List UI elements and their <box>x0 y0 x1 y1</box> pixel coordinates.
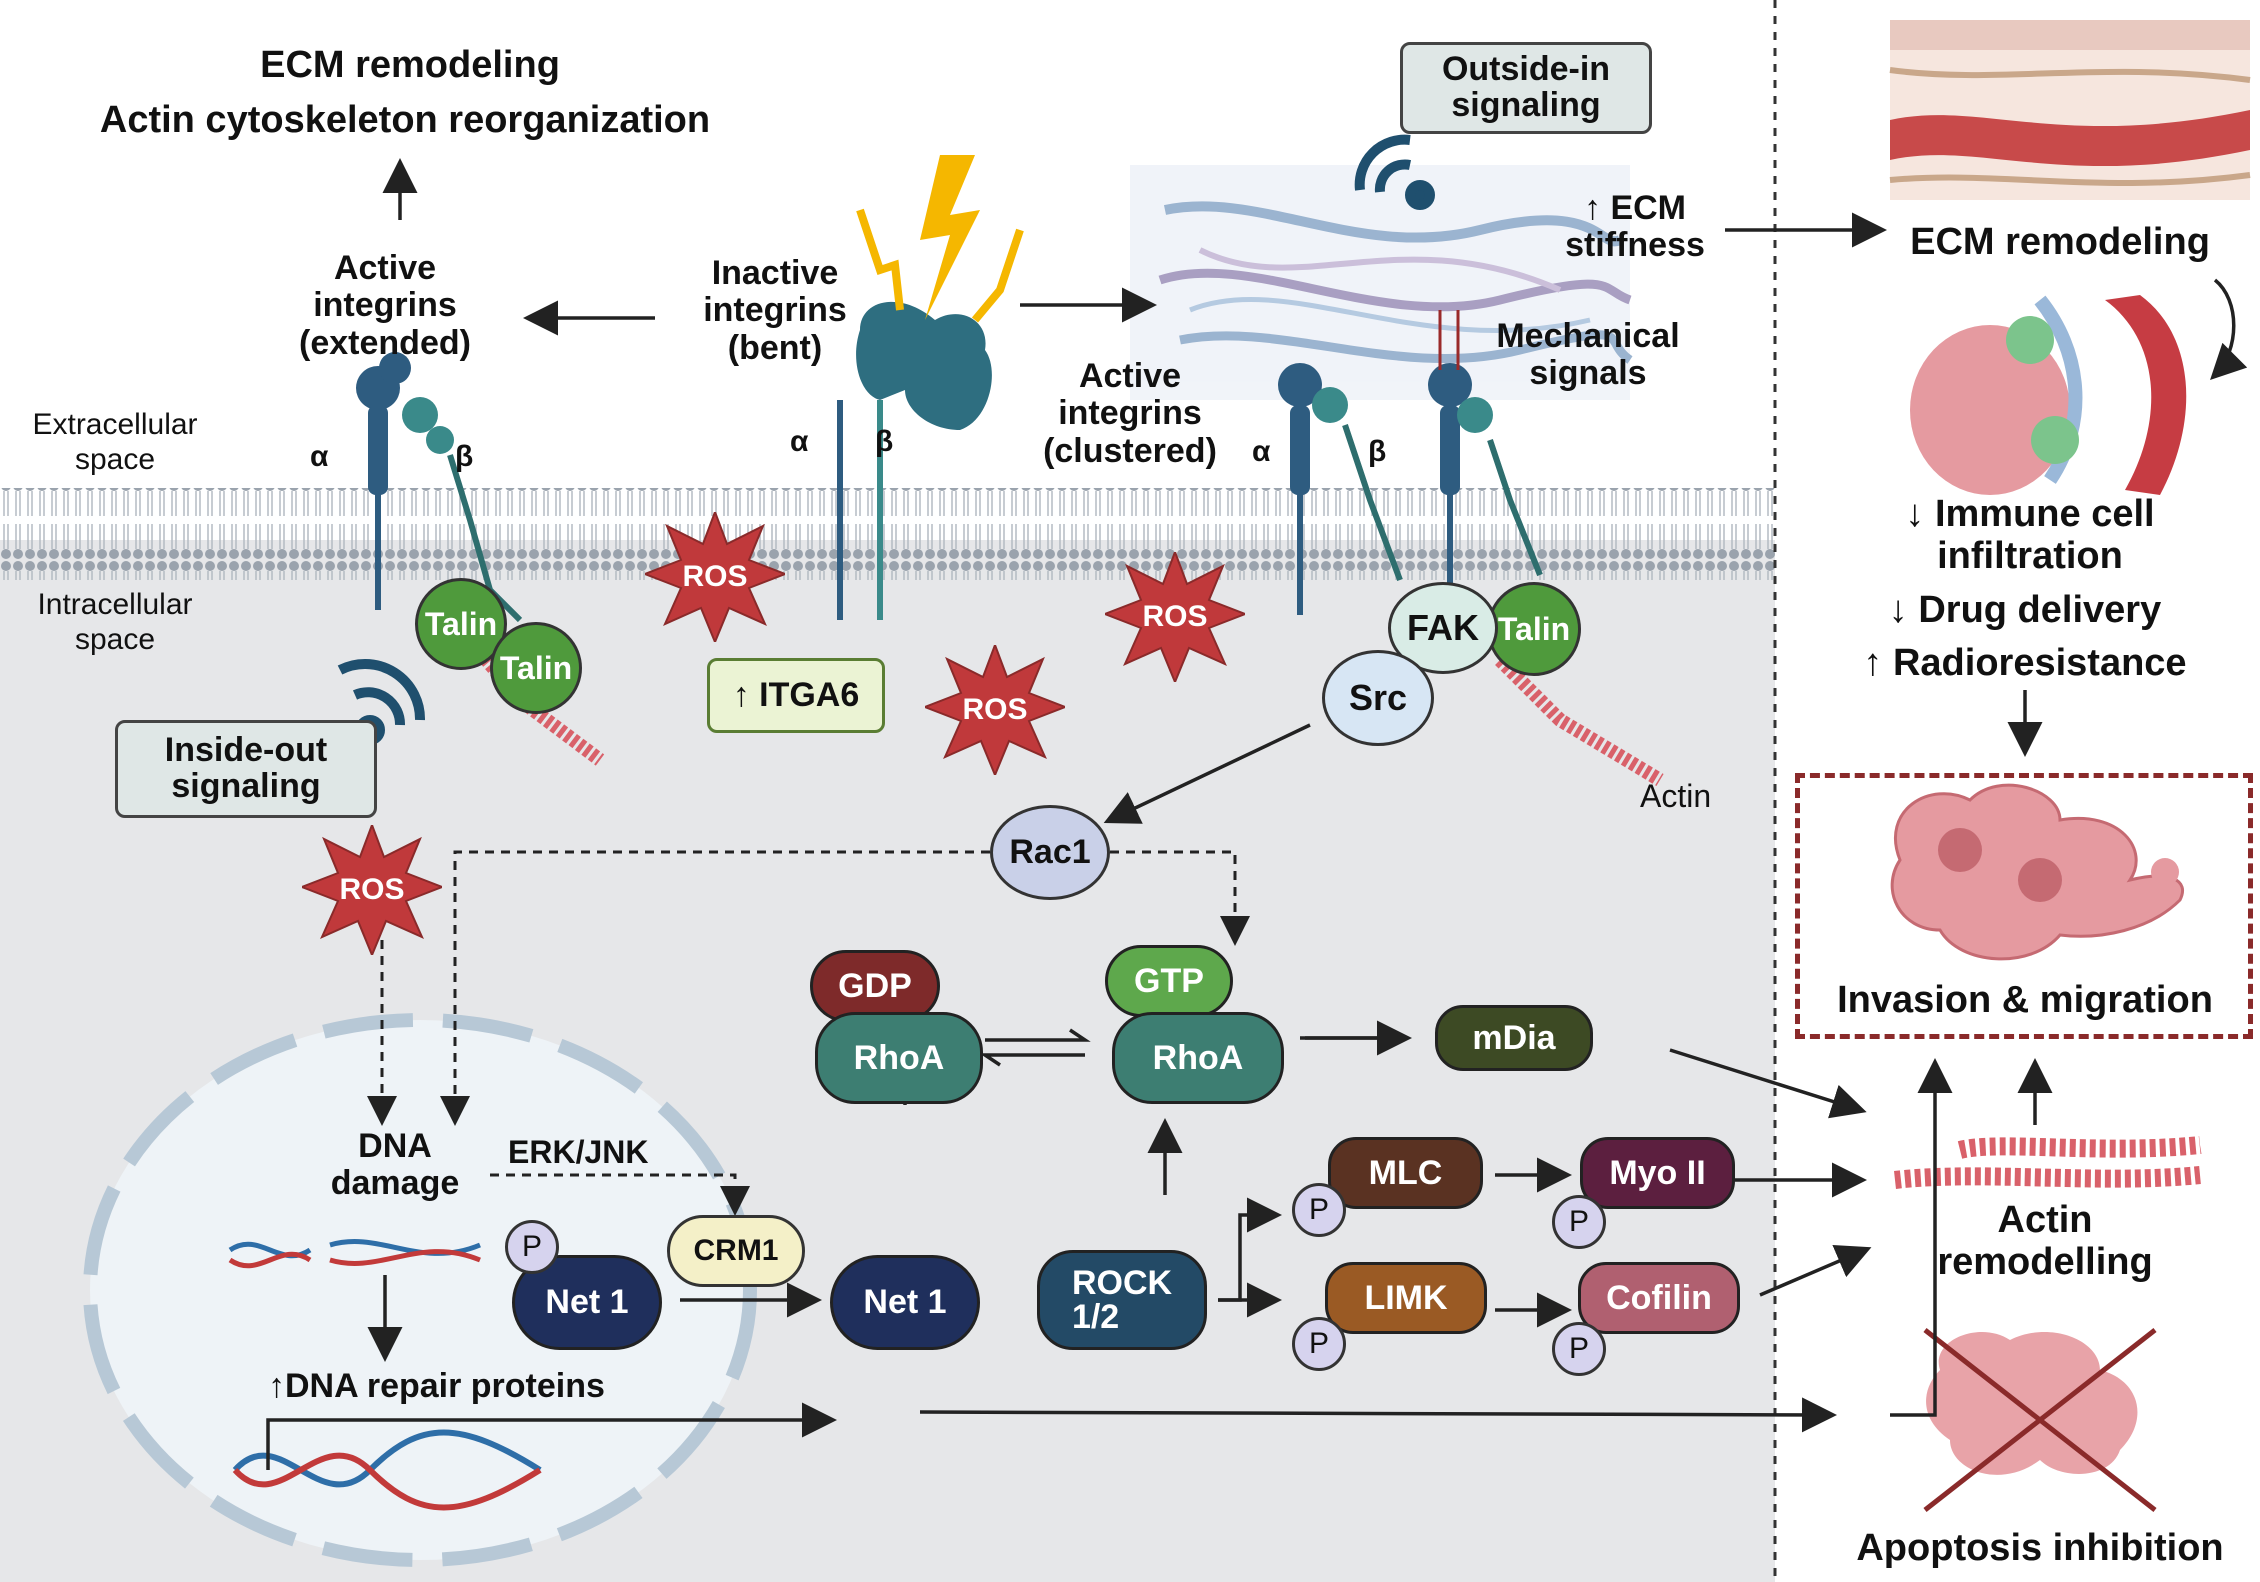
ros-label-4: ROS <box>339 873 405 906</box>
ros-star-3: ROS <box>925 645 1065 775</box>
integrin-clustered <box>1278 310 1664 787</box>
actin-label: Actin <box>1640 778 1712 814</box>
phospho-myo2: P <box>1552 1195 1606 1249</box>
tissue-illustration <box>1889 20 2251 200</box>
phospho-net1: P <box>505 1220 559 1274</box>
erk-jnk-label: ERK/JNK <box>508 1134 649 1170</box>
radioresistance-label: ↑ Radioresistance <box>1863 642 2187 684</box>
ecm-remodeling-top-label: ECM remodeling <box>260 44 560 86</box>
beta-label-3: β <box>1368 435 1387 468</box>
beta-label-1: β <box>455 440 474 473</box>
nucleus <box>83 1013 757 1567</box>
integrin-bent <box>837 155 1024 620</box>
crm1-node: CRM1 <box>667 1215 805 1287</box>
rhoa-gdp-node: RhoA <box>815 1012 983 1104</box>
rac1-node: Rac1 <box>990 805 1110 900</box>
ecm-fibers <box>1130 165 1633 400</box>
src-node: Src <box>1322 650 1434 746</box>
apoptosis-inhibition-label: Apoptosis inhibition <box>1856 1527 2224 1569</box>
damaged-dna-illustration <box>228 1239 481 1269</box>
alpha-label-3: α <box>1252 435 1271 468</box>
immune-vessel-illustration <box>1910 295 2187 495</box>
mlc-node: MLC <box>1328 1137 1483 1209</box>
talin-node-2: Talin <box>490 622 582 714</box>
ros-star-icon <box>1105 552 1245 682</box>
ros-star-icon <box>302 825 442 955</box>
outside-in-signal-icon <box>1354 134 1435 210</box>
actin-reorganization-top-label: Actin cytoskeleton reorganization <box>99 99 711 141</box>
ros-label-3: ROS <box>962 693 1028 726</box>
drug-delivery-label: ↓ Drug delivery <box>1888 589 2162 631</box>
itga6-box: ↑ ITGA6 <box>707 658 885 733</box>
gtp-node: GTP <box>1105 945 1233 1017</box>
ecm-remodeling-outcome-label: ECM remodeling <box>1910 221 2210 263</box>
net1-cytoplasm-node: Net 1 <box>830 1255 980 1350</box>
talin-node-3: Talin <box>1487 582 1581 676</box>
dna-helix-illustration <box>232 1429 542 1511</box>
phospho-mlc: P <box>1292 1183 1346 1237</box>
ros-star-4: ROS <box>302 825 442 955</box>
ros-label-2: ROS <box>1142 600 1208 633</box>
dna-repair-label: ↑DNA repair proteins <box>268 1367 605 1405</box>
talin-node-1: Talin <box>415 578 507 670</box>
myo2-node: Myo II <box>1580 1137 1735 1209</box>
dashed-arrows <box>367 850 1250 1216</box>
rhoa-gtp-node: RhoA <box>1112 1012 1284 1104</box>
phospho-limk: P <box>1292 1317 1346 1371</box>
alpha-label-2: α <box>790 425 809 458</box>
limk-node: LIMK <box>1325 1262 1487 1334</box>
alpha-label-1: α <box>310 440 329 473</box>
apoptotic-cell-illustration <box>1923 1328 2157 1512</box>
cofilin-node: Cofilin <box>1578 1262 1740 1334</box>
invasion-migration-label: Invasion & migration <box>1837 979 2213 1021</box>
ros-star-icon <box>925 645 1065 775</box>
invasive-cell-illustration <box>1890 783 2184 961</box>
net1-nucleus-node: Net 1 <box>512 1255 662 1350</box>
ros-star-2: ROS <box>1105 552 1245 682</box>
mdia-node: mDia <box>1435 1005 1593 1071</box>
ros-star-icon <box>645 512 785 642</box>
invasion-migration-box <box>1795 773 2253 1039</box>
beta-label-2: β <box>875 425 894 458</box>
actin-filaments <box>1893 1136 2201 1189</box>
cell-membrane <box>0 488 1775 580</box>
phospho-cofilin: P <box>1552 1322 1606 1376</box>
ros-label-1: ROS <box>682 560 748 593</box>
ros-star-1: ROS <box>645 512 785 642</box>
